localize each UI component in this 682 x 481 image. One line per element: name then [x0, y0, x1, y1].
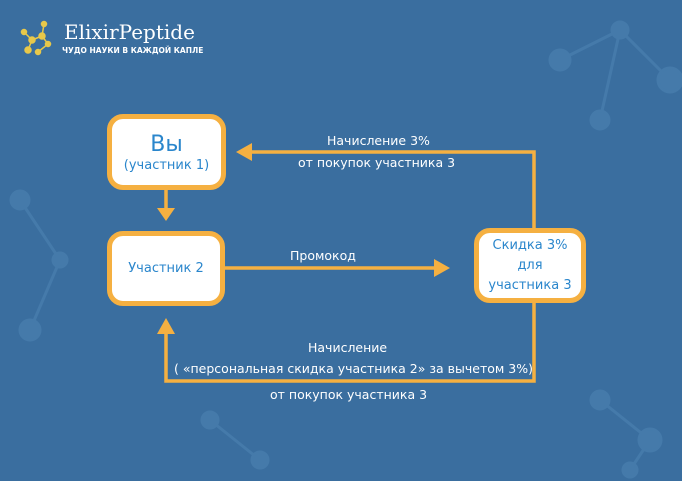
arrow-discount-to-you: [250, 150, 536, 228]
node-discount: Скидка 3% для участника 3: [474, 228, 586, 303]
edge-bottom-line2: ( «персональная скидка участника 2» за в…: [174, 361, 533, 376]
node-you: Вы (участник 1): [107, 114, 226, 190]
edge-top-line2: от покупок участника 3: [298, 155, 456, 170]
node-discount-line1: Скидка 3%: [492, 237, 568, 253]
logo-name: ElixirPeptide: [64, 20, 195, 44]
arrowhead-left: [236, 143, 252, 161]
edge-top-line1: Начисление 3%: [327, 133, 430, 148]
node-discount-line3: участника 3: [488, 277, 572, 293]
edge-promo-label: Промокод: [290, 248, 356, 263]
arrowhead-down: [157, 208, 175, 221]
edge-bottom-line1: Начисление: [308, 340, 388, 355]
logo-tagline: ЧУДО НАУКИ В КАЖДОЙ КАПЛЕ: [62, 46, 204, 55]
edge-bottom-line3: от покупок участника 3: [270, 387, 428, 402]
node-discount-line2: для: [517, 257, 543, 273]
arrowhead-right: [434, 259, 450, 277]
node-participant2-label: Участник 2: [128, 261, 204, 276]
node-you-subtitle: (участник 1): [123, 157, 210, 173]
logo-icon: [20, 20, 52, 56]
node-participant2: Участник 2: [107, 231, 225, 306]
node-you-title: Вы: [150, 131, 183, 157]
arrowhead-up: [157, 318, 175, 334]
arrow-discount-to-participant2: [164, 302, 536, 383]
